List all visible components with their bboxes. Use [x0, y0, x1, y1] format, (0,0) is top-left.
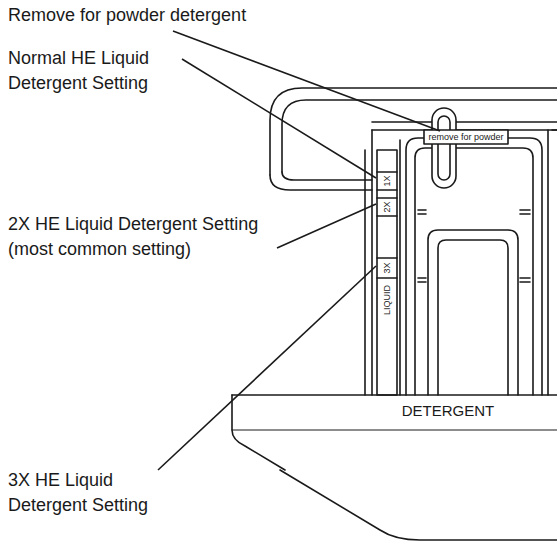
drawer-frame: [364, 150, 366, 395]
leader-line: [277, 204, 376, 248]
powder-tab-label: [424, 130, 508, 144]
powder-tab: [438, 116, 450, 180]
drawer-front: [232, 394, 557, 396]
housing-outline: [282, 100, 557, 172]
drawer-front: [232, 430, 557, 431]
compartment-wall: [415, 148, 533, 395]
setting-mark: 1X: [382, 174, 392, 187]
leader-line: [158, 266, 376, 470]
liquid-insert: [377, 150, 397, 395]
insert-wall: [399, 140, 401, 395]
compartment-text: DETERGENT: [400, 403, 497, 419]
drawer-frame: [548, 130, 557, 395]
tab-text: remove for powder: [427, 132, 504, 142]
setting-mark: 2X: [382, 200, 392, 213]
insert-text: LIQUID: [382, 284, 392, 316]
drawer-frame: [371, 130, 373, 395]
compartment-inner: [428, 230, 518, 395]
housing-outline: [270, 88, 557, 175]
compartment-inner: [438, 240, 508, 395]
compartment-wall: [406, 138, 542, 395]
callout-label: 2X HE Liquid Detergent Setting (most com…: [8, 212, 273, 262]
drawer-frame: [372, 121, 557, 123]
callout-label: 3X HE Liquid Detergent Setting: [8, 468, 168, 518]
housing-outline: [282, 172, 372, 180]
callout-label: Remove for powder detergent: [8, 3, 328, 28]
leader-line: [173, 31, 440, 131]
callout-label: Normal HE Liquid Detergent Setting: [8, 46, 178, 96]
leader-line: [182, 59, 376, 178]
setting-mark: 3X: [382, 261, 392, 274]
drawer-front: [280, 470, 557, 540]
powder-tab: [432, 108, 456, 188]
drawer-front: [232, 395, 285, 470]
compartment-ribs: [418, 210, 530, 282]
insert-marks: [377, 172, 397, 278]
